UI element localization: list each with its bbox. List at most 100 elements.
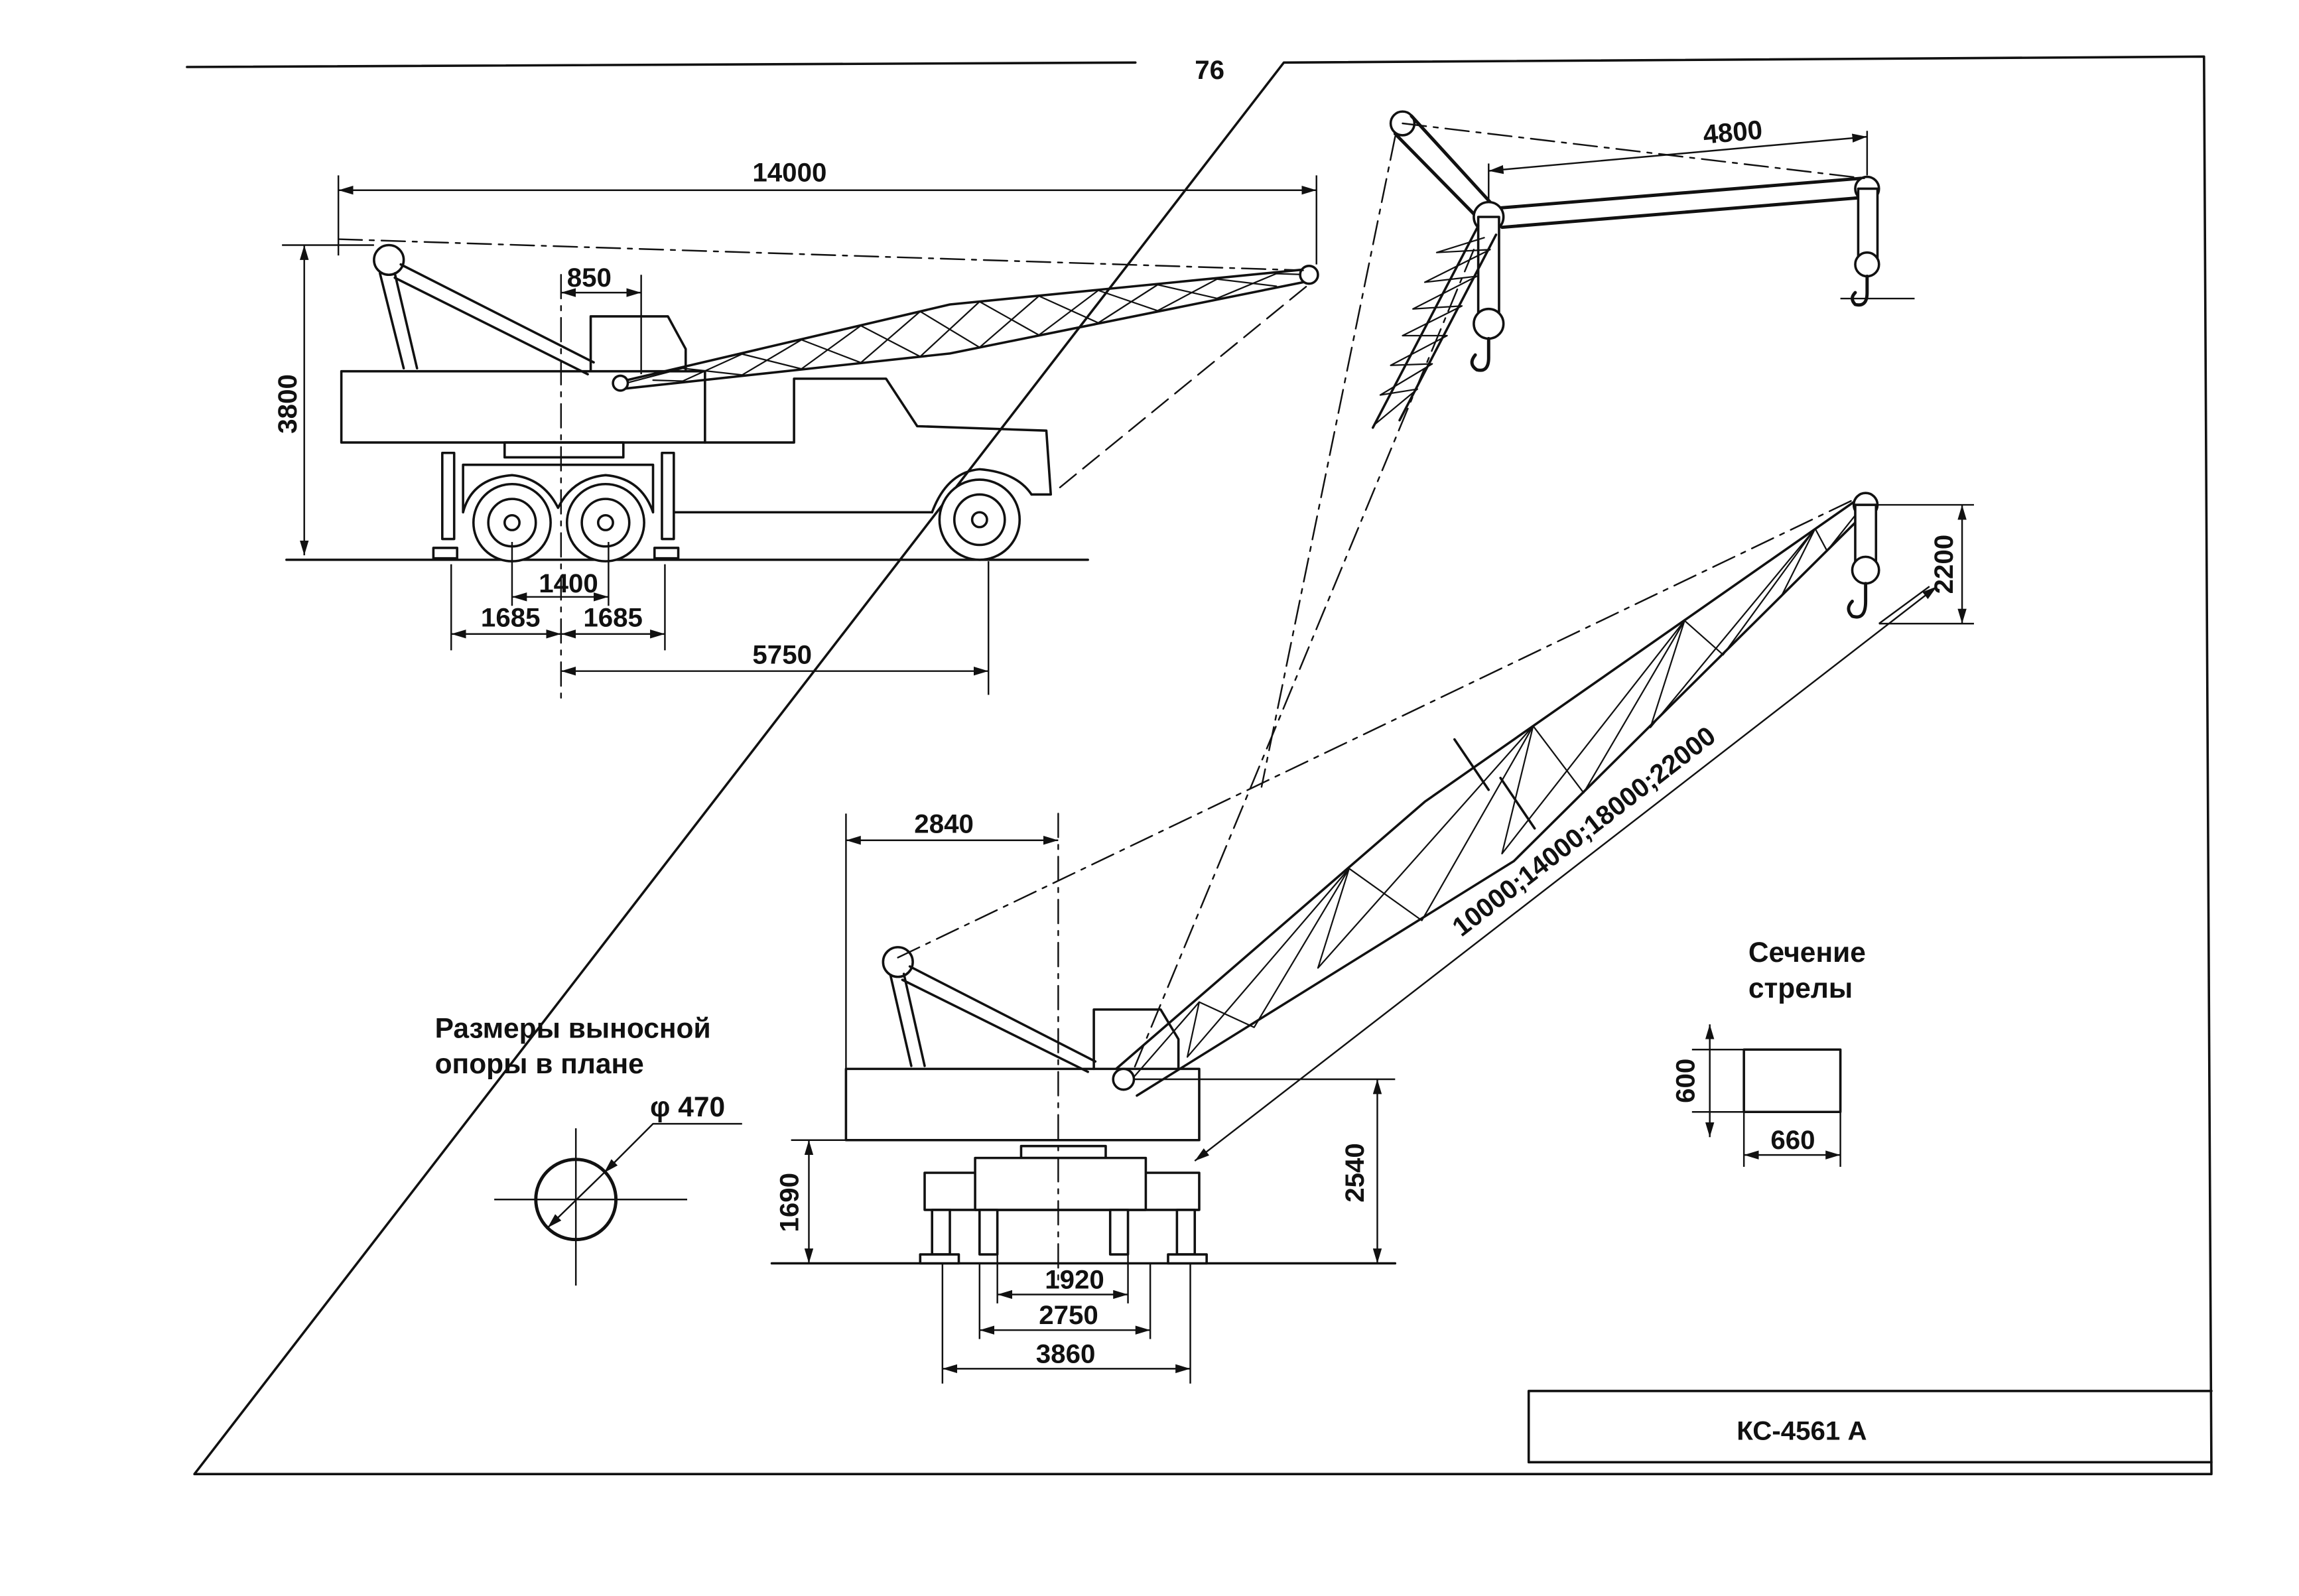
boom-axis-line: [1133, 248, 1475, 1070]
rear-wheel-2: [565, 482, 645, 563]
support-pad-left: [919, 1253, 960, 1265]
dim-4800-line: [1488, 133, 1867, 174]
front-wheel-rim: [952, 493, 1006, 547]
boom-lattice: [620, 273, 1311, 385]
support-leg-3: [1108, 1209, 1130, 1256]
lower-a-frame-mast: [889, 972, 926, 1067]
dim-2200-ext: [1876, 503, 1974, 625]
slewing-ring: [1019, 1144, 1107, 1160]
raised-hook: [1847, 582, 1868, 619]
superstructure: [340, 243, 706, 459]
rear-wheel-2-hub: [596, 513, 614, 531]
section-width: 660: [1770, 1125, 1815, 1155]
boom-upper-lattice: [1373, 237, 1491, 426]
support-leg-2: [978, 1209, 999, 1256]
frame-border: [186, 55, 2213, 1476]
page-number: 76: [1195, 55, 1224, 85]
title-block-border: [1527, 1390, 2213, 1464]
boom-rest-line: [1055, 285, 1307, 491]
reach-line: [337, 238, 1304, 271]
boom-lattice-cross: [652, 278, 1278, 382]
undercarriage: [919, 1144, 1208, 1265]
front-wheel-hub: [970, 511, 988, 529]
dim-hook-drop: 2200: [1929, 535, 1959, 594]
lower-a-frame-pulley: [882, 946, 914, 978]
dim-jib-length: 4800: [1702, 115, 1764, 150]
dim-outrigger-right: 1685: [583, 603, 643, 633]
raised-boom-heel-pin: [1112, 1067, 1136, 1091]
raised-boom-top-chord: [1114, 498, 1860, 1071]
pad-caption-line2: опоры в плане: [435, 1049, 644, 1080]
boom-section: Сечение стрелы 600 660: [1671, 937, 1866, 1167]
dim-support-mid: 2750: [1039, 1300, 1098, 1330]
dim-pivot-height: 2540: [1340, 1143, 1370, 1203]
lower-boom-pendant: [901, 965, 1097, 1073]
support-leg-1: [931, 1209, 951, 1256]
pad-caption-line1: Размеры выносной: [435, 1013, 711, 1044]
dim-outrigger-left: 1685: [481, 603, 541, 633]
crane-designation: КС-4561 А: [1737, 1416, 1867, 1446]
dim-boom-lengths: 10000;14000;18000;22000: [1447, 720, 1721, 942]
pad-leader: [603, 1122, 742, 1173]
jib-strut: [1393, 114, 1492, 219]
boom-top-chord: [619, 267, 1312, 383]
outrigger-pad-plan: Размеры выносной опоры в плане φ 470: [435, 1013, 742, 1286]
jib-pivot-line: [1260, 135, 1396, 788]
outrigger-right: [661, 451, 675, 541]
outrigger-pad-left: [432, 547, 458, 560]
dim-boom-reach: 14000: [752, 157, 826, 187]
boom-tip-sheave: [1299, 265, 1319, 285]
jib-view: 4800: [1133, 110, 1915, 1070]
dim-wheelbase: 5750: [752, 639, 812, 669]
main-hook-lower-sheave: [1473, 307, 1505, 340]
rear-wheel-1-hub: [503, 513, 521, 531]
jib-reach-line: [1402, 122, 1865, 180]
title-block: КС-4561 А: [1527, 1390, 2213, 1464]
front-wheel: [938, 478, 1021, 561]
raised-boom: [1112, 492, 1880, 1097]
section-caption-line1: Сечение: [1748, 937, 1866, 968]
rear-wheel-2-rim: [580, 498, 631, 548]
boom-pendant: [393, 263, 595, 375]
dim-offset: 850: [567, 263, 612, 293]
dim-tail-radius: 2840: [914, 809, 974, 839]
jib-hook: [1851, 275, 1869, 307]
truck-chassis: [432, 377, 1052, 563]
dim-height: 3800: [273, 374, 302, 434]
pad-diameter: φ 470: [650, 1092, 725, 1123]
sheet-frame: 76: [186, 55, 2213, 1476]
truck-hood: [704, 377, 1052, 496]
counterweight-body: [340, 369, 706, 444]
a-frame-pulley: [373, 243, 405, 277]
outrigger-pad-right: [653, 547, 680, 560]
jib-hook-lower-sheave: [1854, 251, 1880, 278]
truck-crane-view: 14000 3800 850 1400 1685 1685 5750: [273, 157, 1319, 699]
dim-boom-length-line: [1194, 586, 1938, 1162]
turntable: [503, 441, 625, 459]
dim-ext-lines: [282, 175, 1317, 695]
dim-axle-spacing: 1400: [539, 568, 598, 598]
support-pad-right: [1167, 1253, 1208, 1265]
front-fender: [931, 468, 1033, 514]
section-height: 600: [1671, 1059, 1701, 1103]
outrigger-left: [441, 451, 456, 541]
support-leg-4: [1175, 1209, 1197, 1256]
dim-support-inner: 1920: [1045, 1265, 1104, 1295]
dim-support-outer: 3860: [1036, 1339, 1096, 1368]
section-caption-line2: стрелы: [1748, 973, 1853, 1004]
dim-boom-length-ext: [1878, 586, 1930, 625]
operator-cab: [589, 315, 687, 373]
rear-bogie-frame: [462, 463, 655, 514]
main-hook: [1470, 337, 1490, 372]
lower-operator-cab: [1092, 1008, 1180, 1071]
jib-arm: [1497, 176, 1863, 230]
raised-boom-lattice-cross: [1186, 527, 1816, 1058]
section-outline: [1742, 1048, 1842, 1114]
boom-heel-pin: [612, 374, 629, 392]
pad-diameter-line: [547, 1172, 605, 1229]
raised-hook-lower-sheave: [1851, 555, 1880, 585]
a-frame-mast: [379, 272, 419, 370]
truck-boom: [612, 265, 1319, 392]
truck-dimensions: 14000 3800 850 1400 1685 1685 5750: [273, 157, 1317, 695]
